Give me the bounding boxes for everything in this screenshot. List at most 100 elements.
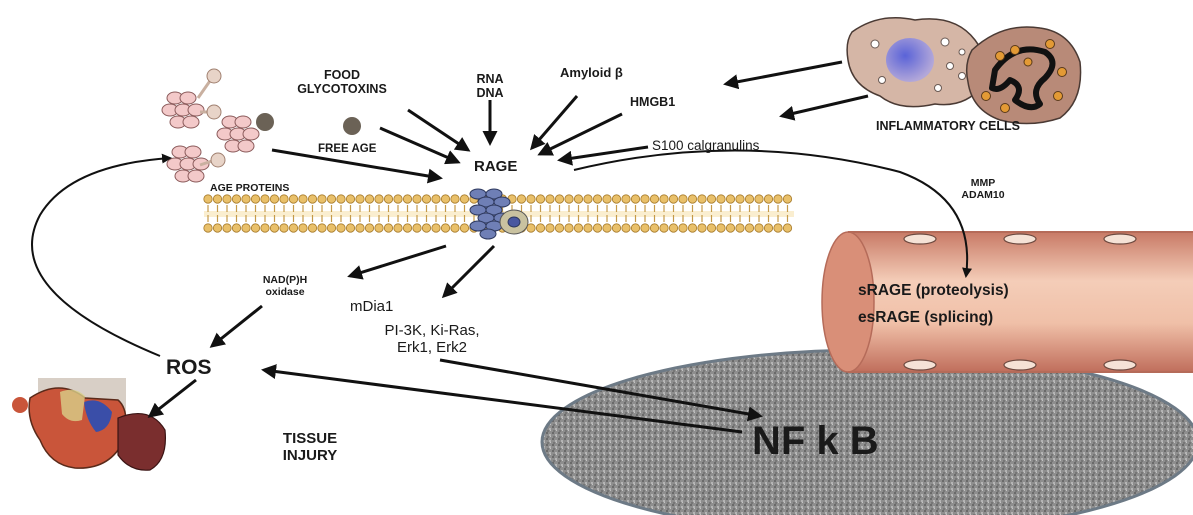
- mmp-line: MMP: [948, 177, 1018, 189]
- erk-line: Erk1, Erk2: [362, 339, 502, 356]
- lipid-head: [707, 224, 715, 232]
- pi3k-label: PI-3K, Ki-Ras, Erk1, Erk2: [362, 322, 502, 357]
- lipid-head: [555, 195, 563, 203]
- lipid-head: [698, 224, 706, 232]
- lipid-head: [384, 195, 392, 203]
- lipid-head: [565, 195, 573, 203]
- rna-line: RNA: [460, 72, 520, 86]
- lipid-head: [660, 224, 668, 232]
- lipid-head: [546, 195, 554, 203]
- nadph-oxidase-label: NAD(P)H oxidase: [250, 274, 320, 298]
- lipid-head: [327, 195, 335, 203]
- injury-line: INJURY: [265, 447, 355, 464]
- lipid-head: [270, 224, 278, 232]
- srage-label: sRAGE (proteolysis): [858, 282, 1009, 300]
- lipid-head: [660, 195, 668, 203]
- lipid-head: [318, 195, 326, 203]
- lipid-head: [717, 224, 725, 232]
- lipid-head: [555, 224, 563, 232]
- free-age-label: FREE AGE: [318, 143, 376, 156]
- lipid-head: [641, 195, 649, 203]
- arrow-ros-heart: [150, 380, 196, 416]
- lipid-head: [327, 224, 335, 232]
- lipid-head: [204, 195, 212, 203]
- oxidase-line: oxidase: [250, 286, 320, 298]
- lipid-head: [375, 224, 383, 232]
- lipid-head: [384, 224, 392, 232]
- lipid-head: [280, 224, 288, 232]
- lipid-head: [403, 195, 411, 203]
- lipid-head: [736, 195, 744, 203]
- lipid-head: [394, 224, 402, 232]
- lipid-head: [403, 224, 411, 232]
- lipid-head: [631, 195, 639, 203]
- lipid-head: [783, 224, 791, 232]
- lipid-head: [308, 224, 316, 232]
- lipid-head: [707, 195, 715, 203]
- lipid-head: [375, 195, 383, 203]
- lipid-head: [422, 195, 430, 203]
- lipid-head: [432, 224, 440, 232]
- arrow-rage-mdia1: [444, 246, 494, 296]
- lipid-head: [622, 224, 630, 232]
- lipid-head: [650, 224, 658, 232]
- food-line: FOOD: [282, 68, 402, 82]
- lipid-head: [565, 224, 573, 232]
- lipid-head: [451, 224, 459, 232]
- lipid-head: [346, 195, 354, 203]
- lipid-head: [584, 195, 592, 203]
- dna-line: DNA: [460, 86, 520, 100]
- lipid-head: [612, 224, 620, 232]
- inflammatory-cells-icon: [847, 18, 1080, 124]
- lipid-head: [441, 195, 449, 203]
- lipid-head: [337, 195, 345, 203]
- lipid-head: [736, 224, 744, 232]
- lipid-head: [232, 195, 240, 203]
- age-protein-clusters: [162, 69, 259, 182]
- lipid-head: [232, 224, 240, 232]
- free-age-dot-2: [343, 117, 361, 135]
- lipid-head: [413, 195, 421, 203]
- blood-vessel: [822, 232, 1193, 372]
- lipid-head: [356, 224, 364, 232]
- inflammatory-cells-label: INFLAMMATORY CELLS: [876, 119, 1020, 133]
- lipid-head: [356, 195, 364, 203]
- tissue-injury-label: TISSUE INJURY: [265, 430, 355, 465]
- lipid-head: [688, 195, 696, 203]
- lipid-head: [764, 224, 772, 232]
- lipid-head: [204, 224, 212, 232]
- lipid-head: [584, 224, 592, 232]
- lipid-head: [641, 224, 649, 232]
- arrow-inflam-1: [726, 62, 842, 84]
- lipid-head: [299, 195, 307, 203]
- lipid-head: [365, 195, 373, 203]
- lipid-head: [622, 195, 630, 203]
- lipid-head: [603, 224, 611, 232]
- lipid-head: [546, 224, 554, 232]
- s100-label: S100 calgranulins: [652, 138, 759, 154]
- lipid-head: [261, 195, 269, 203]
- lipid-head: [318, 224, 326, 232]
- lipid-head: [631, 224, 639, 232]
- lipid-head: [679, 224, 687, 232]
- lipid-head: [726, 195, 734, 203]
- lipid-head: [517, 195, 525, 203]
- lipid-head: [527, 195, 535, 203]
- lipid-head: [726, 224, 734, 232]
- lipid-head: [441, 224, 449, 232]
- lipid-head: [593, 195, 601, 203]
- lipid-head: [536, 224, 544, 232]
- lipid-head: [242, 195, 250, 203]
- pi3k-line: PI-3K, Ki-Ras,: [362, 322, 502, 339]
- mdia1-label: mDia1: [350, 298, 393, 315]
- food-glycotoxins-label: FOOD GLYCOTOXINS: [282, 68, 402, 97]
- arrow-freeage-rage: [380, 128, 458, 162]
- lipid-head: [669, 195, 677, 203]
- lipid-head: [280, 195, 288, 203]
- lipid-head: [261, 224, 269, 232]
- lipid-head: [764, 195, 772, 203]
- ros-label: ROS: [166, 356, 212, 380]
- amyloid-label: Amyloid β: [560, 66, 623, 81]
- lipid-head: [242, 224, 250, 232]
